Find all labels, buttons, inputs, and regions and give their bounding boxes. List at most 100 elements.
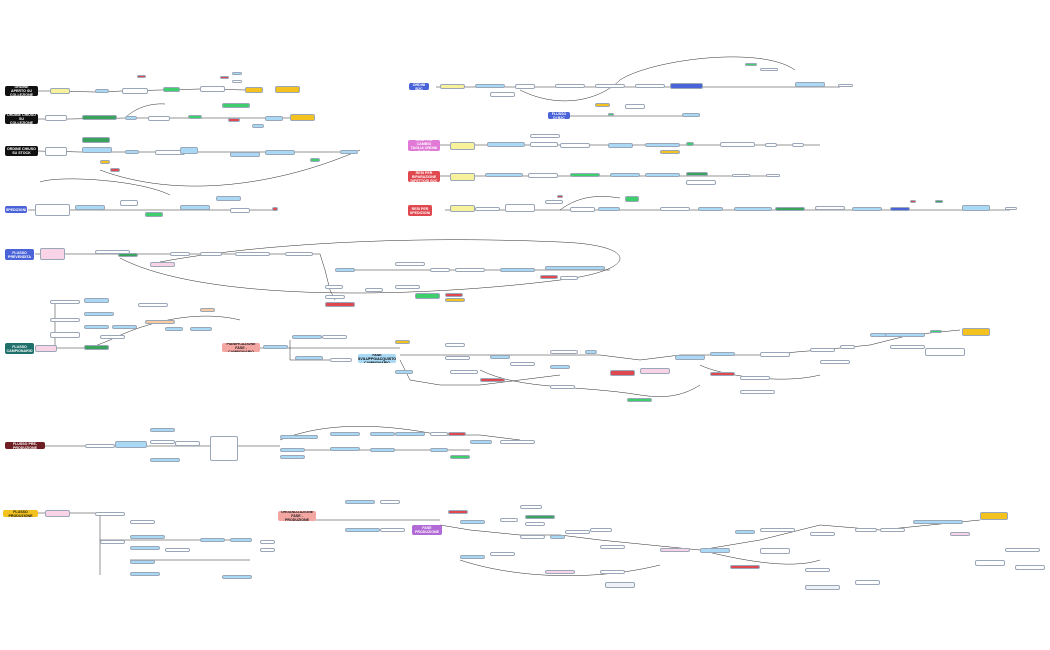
process-step-node bbox=[85, 444, 115, 448]
process-step-node bbox=[50, 332, 80, 338]
process-step-node bbox=[445, 293, 463, 297]
process-step-node bbox=[595, 103, 610, 107]
process-step-node bbox=[130, 546, 160, 550]
process-step-node bbox=[285, 252, 313, 256]
process-step-node bbox=[395, 262, 425, 266]
process-step-node bbox=[345, 528, 380, 532]
header-ordine-chiuso-stock: ORDINE CHIUSO SU STOCK bbox=[5, 146, 38, 156]
process-step-node bbox=[505, 204, 535, 212]
process-step-node bbox=[545, 200, 563, 204]
process-step-node bbox=[545, 570, 575, 574]
process-step-node bbox=[260, 540, 275, 544]
process-step-node bbox=[500, 440, 535, 444]
process-step-node bbox=[130, 535, 165, 539]
header-fase-sviluppo-campionario: FASE SVILUPPO/ACQUISTO CAMPIONARIO bbox=[358, 354, 396, 363]
process-step-node bbox=[228, 118, 240, 122]
header-organizzazione-produzione: ORGANIZZAZIONE FASE - PRODUZIONE bbox=[278, 511, 316, 521]
process-step-node bbox=[805, 568, 830, 572]
process-step-node bbox=[610, 370, 635, 376]
process-step-node bbox=[35, 204, 70, 216]
process-step-node bbox=[570, 207, 595, 212]
process-step-node bbox=[930, 330, 942, 334]
process-step-node bbox=[500, 518, 518, 522]
process-step-node bbox=[855, 528, 877, 532]
process-step-node bbox=[730, 565, 760, 569]
process-step-node bbox=[82, 147, 112, 153]
process-step-node bbox=[130, 520, 155, 524]
process-step-node bbox=[145, 212, 163, 217]
process-step-node bbox=[445, 343, 465, 347]
process-step-node bbox=[84, 345, 109, 350]
process-step-node bbox=[292, 335, 322, 339]
process-step-node bbox=[710, 372, 735, 376]
header-flusso-preproduzione: FLUSSO PRE-PRODUZIONE bbox=[5, 442, 45, 449]
process-step-node bbox=[660, 548, 690, 552]
header-resi-spedizioni: RESI PER SPEDIZIONI bbox=[408, 205, 432, 216]
process-step-node bbox=[325, 295, 345, 299]
process-step-node bbox=[260, 548, 275, 552]
process-step-node bbox=[245, 87, 263, 93]
process-step-node bbox=[810, 348, 835, 352]
process-step-node bbox=[280, 448, 305, 452]
process-step-node bbox=[150, 458, 180, 462]
process-step-node bbox=[175, 441, 200, 446]
process-step-node bbox=[325, 285, 343, 289]
process-step-node bbox=[395, 370, 413, 374]
process-step-node bbox=[490, 552, 515, 556]
process-step-node bbox=[335, 268, 355, 272]
process-step-node bbox=[950, 532, 970, 536]
process-step-node bbox=[450, 455, 470, 459]
process-step-node bbox=[675, 355, 705, 360]
process-step-node bbox=[925, 348, 965, 356]
process-step-node bbox=[635, 84, 665, 88]
process-step-node bbox=[325, 302, 355, 307]
process-step-node bbox=[82, 115, 117, 120]
process-step-node bbox=[370, 432, 395, 436]
process-step-node bbox=[530, 134, 560, 138]
process-step-node bbox=[645, 143, 680, 147]
process-step-node bbox=[598, 207, 620, 211]
process-step-node bbox=[610, 173, 640, 177]
process-step-node bbox=[885, 333, 925, 337]
process-step-node bbox=[230, 538, 252, 542]
header-ordini-b2c: ORDINI B2C bbox=[409, 83, 429, 90]
process-step-node bbox=[760, 528, 795, 532]
process-step-node bbox=[265, 116, 283, 121]
process-step-node bbox=[1015, 565, 1045, 570]
process-step-node bbox=[745, 63, 757, 67]
process-step-node bbox=[445, 298, 465, 302]
process-step-node bbox=[560, 143, 590, 148]
process-step-node bbox=[550, 385, 575, 389]
process-step-node bbox=[450, 142, 475, 150]
process-step-node bbox=[640, 368, 670, 374]
process-step-node bbox=[75, 205, 105, 210]
process-step-node bbox=[1005, 207, 1017, 211]
process-step-node bbox=[50, 300, 80, 304]
process-step-node bbox=[50, 88, 70, 94]
process-step-node bbox=[805, 585, 840, 590]
process-step-node bbox=[660, 207, 690, 211]
process-step-node bbox=[490, 355, 510, 359]
process-step-node bbox=[450, 205, 475, 212]
process-step-node bbox=[565, 530, 590, 534]
process-step-node bbox=[84, 325, 109, 329]
process-step-node bbox=[720, 142, 755, 147]
process-step-node bbox=[645, 173, 680, 177]
process-step-node bbox=[148, 116, 170, 121]
process-step-node bbox=[962, 205, 990, 211]
process-step-node bbox=[557, 195, 563, 199]
process-step-node bbox=[230, 208, 250, 213]
process-step-node bbox=[165, 327, 183, 331]
header-flusso-prevendita: FLUSSO PREVENDITA bbox=[5, 249, 34, 260]
process-step-node bbox=[700, 548, 730, 553]
process-step-node bbox=[380, 528, 405, 532]
process-step-node bbox=[222, 575, 252, 579]
header-flusso-b2c: FLUSSO DI B2C bbox=[548, 112, 570, 119]
process-step-node bbox=[230, 152, 260, 157]
process-step-node bbox=[50, 318, 80, 322]
process-step-node bbox=[340, 150, 358, 154]
process-step-node bbox=[125, 150, 139, 154]
process-step-node bbox=[272, 207, 278, 211]
process-step-node bbox=[625, 104, 645, 109]
